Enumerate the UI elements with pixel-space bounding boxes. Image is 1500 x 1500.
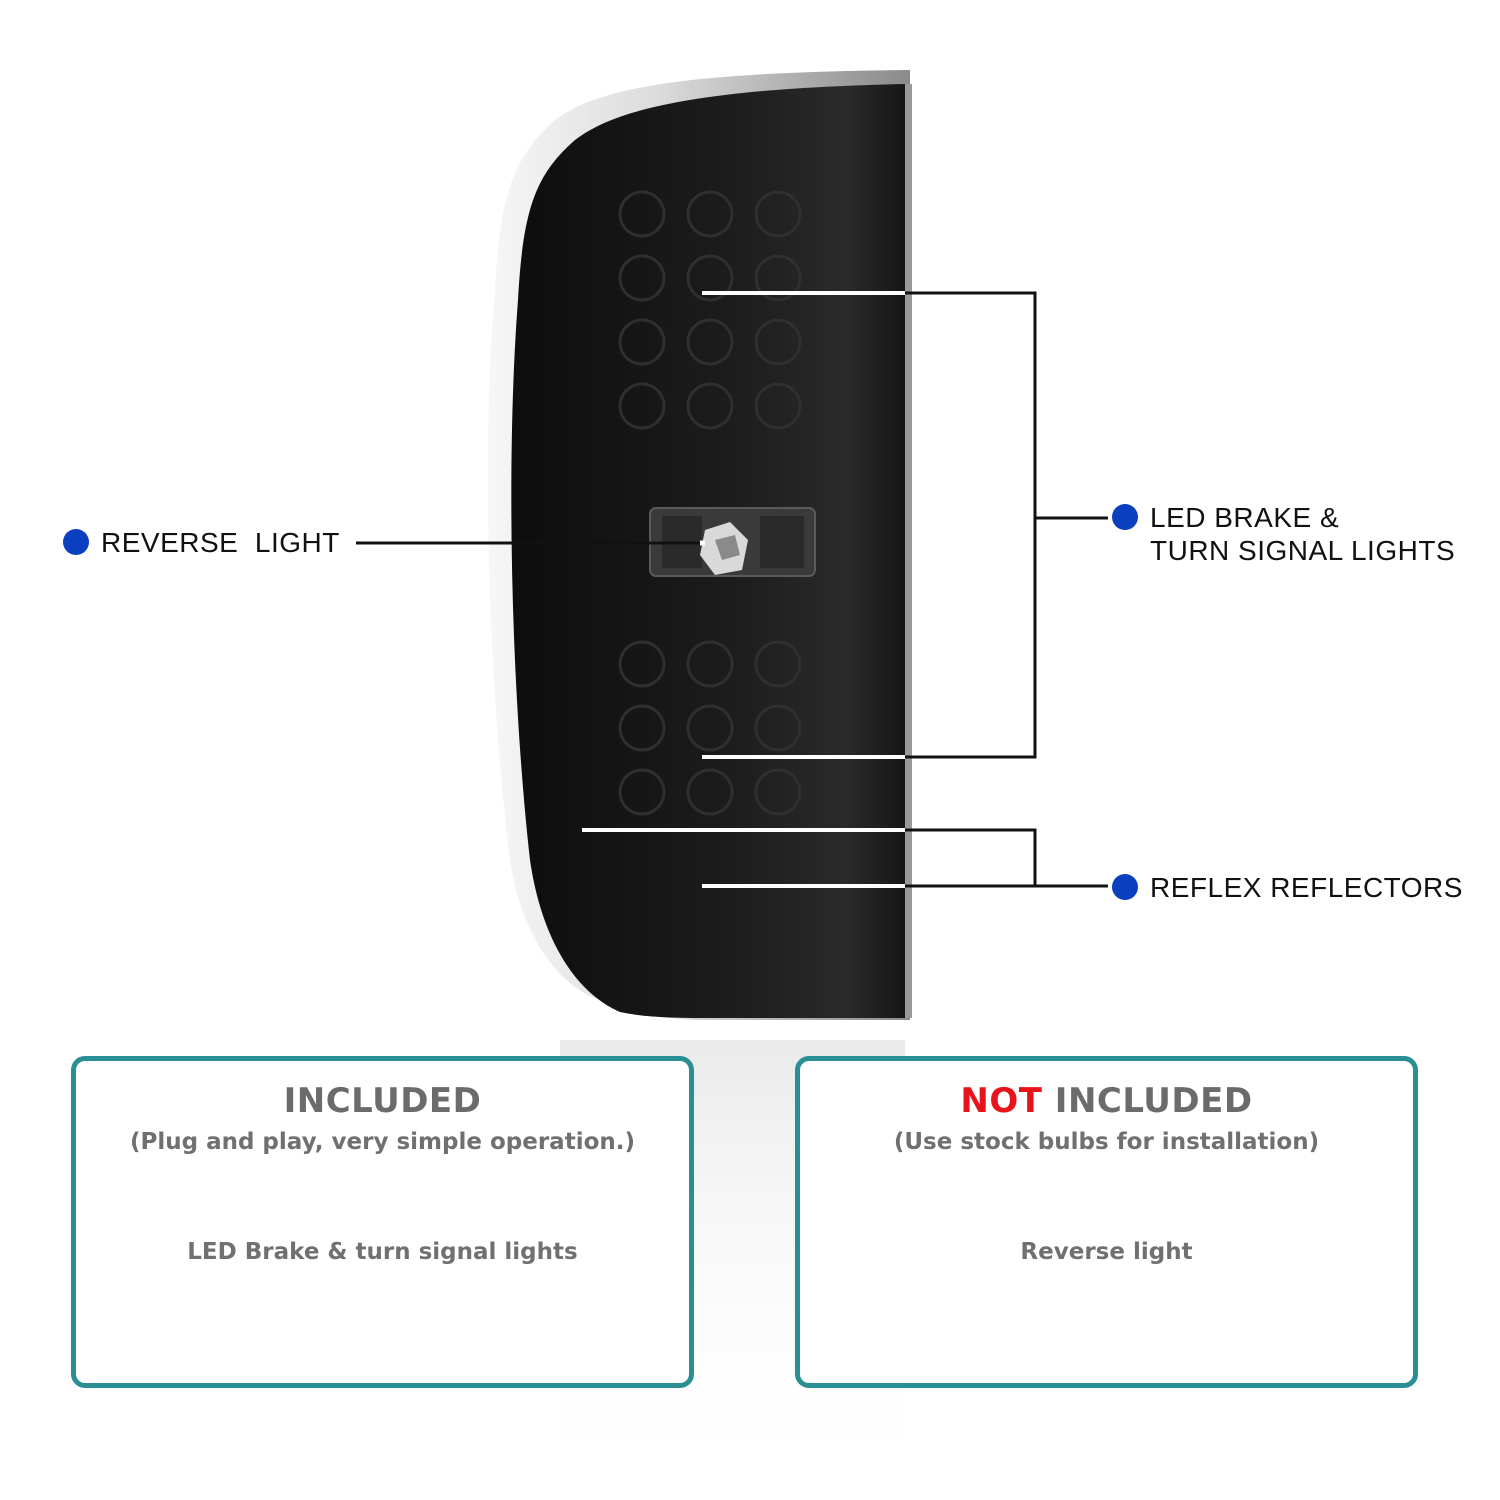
- led-pod: [686, 318, 734, 366]
- not-included-box: NOT INCLUDED (Use stock bulbs for instal…: [795, 1056, 1418, 1388]
- callout-label-line-2: TURN SIGNAL LIGHTS: [1150, 535, 1456, 566]
- led-pod: [686, 190, 734, 238]
- leader-lines: [356, 291, 1108, 888]
- callout-label: REFLEX REFLECTORS: [1150, 872, 1463, 903]
- led-pod: [618, 190, 666, 238]
- bullet-dot-icon: [63, 529, 89, 555]
- led-pod: [686, 382, 734, 430]
- included-subheading: (Plug and play, very simple operation.): [129, 1129, 636, 1155]
- led-pod: [754, 318, 802, 366]
- led-pod: [754, 768, 802, 816]
- not-included-subheading: (Use stock bulbs for installation): [893, 1129, 1320, 1155]
- led-pod: [754, 382, 802, 430]
- led-pod: [618, 382, 666, 430]
- led-pod: [754, 254, 802, 302]
- led-pod: [686, 768, 734, 816]
- led-array-lower: [618, 640, 802, 816]
- led-pod: [754, 640, 802, 688]
- callout-brake-turn-lights: LED BRAKE & TURN SIGNAL LIGHTS: [1112, 501, 1455, 567]
- callout-label-line-1: LED BRAKE &: [1150, 502, 1340, 533]
- led-pod: [618, 640, 666, 688]
- bullet-dot-icon: [1112, 504, 1138, 530]
- led-pod: [754, 190, 802, 238]
- led-pod: [618, 704, 666, 752]
- not-included-item: Reverse light: [1020, 1239, 1193, 1265]
- callout-reverse-light: REVERSE LIGHT: [63, 526, 340, 559]
- led-pod: [686, 704, 734, 752]
- callout-label: REVERSE LIGHT: [101, 527, 340, 558]
- led-pod: [686, 640, 734, 688]
- bullet-dot-icon: [1112, 874, 1138, 900]
- callout-reflex-reflectors: REFLEX REFLECTORS: [1112, 871, 1463, 904]
- led-pod: [754, 704, 802, 752]
- reverse-light-module: [649, 507, 816, 577]
- led-pod: [618, 768, 666, 816]
- lens-edge: [905, 84, 912, 1018]
- included-box: INCLUDED (Plug and play, very simple ope…: [71, 1056, 694, 1388]
- led-pod: [618, 254, 666, 302]
- led-pod: [686, 254, 734, 302]
- not-included-heading-rest: INCLUDED: [1042, 1081, 1253, 1121]
- led-array-upper: [618, 190, 802, 430]
- led-pod: [618, 318, 666, 366]
- included-item: LED Brake & turn signal lights: [187, 1239, 578, 1265]
- included-heading: INCLUDED: [283, 1081, 482, 1121]
- not-highlight: NOT: [960, 1081, 1043, 1121]
- not-included-heading: NOT INCLUDED: [800, 1081, 1413, 1121]
